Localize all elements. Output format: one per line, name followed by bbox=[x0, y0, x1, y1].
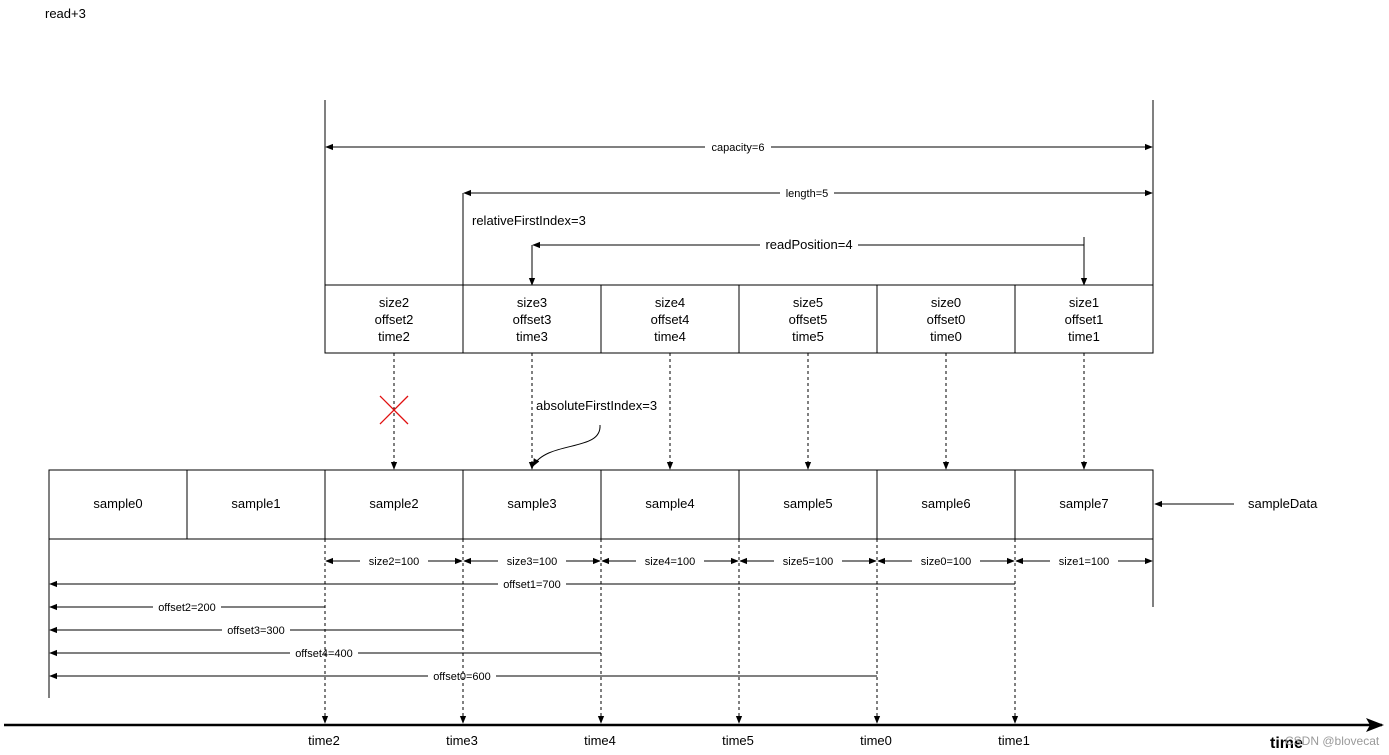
time-label: time0 bbox=[860, 733, 892, 748]
capacity-label: capacity=6 bbox=[712, 142, 765, 154]
sample-cell: sample1 bbox=[186, 469, 326, 540]
sample-cell: sample6 bbox=[876, 469, 1016, 540]
corner-note: read+3 bbox=[45, 6, 86, 21]
sample-cell: sample7 bbox=[1014, 469, 1154, 540]
sample-label: sample7 bbox=[1059, 496, 1108, 511]
sample-label: sample1 bbox=[231, 496, 280, 511]
sample-label: sample4 bbox=[645, 496, 694, 511]
ring-cell-line: size1 bbox=[1069, 295, 1099, 310]
time-label: time2 bbox=[308, 733, 340, 748]
offset-label: offset3=300 bbox=[227, 625, 285, 637]
sample-cell: sample4 bbox=[600, 469, 740, 540]
sample-cell: sample5 bbox=[738, 469, 878, 540]
ring-cell-line: offset5 bbox=[789, 312, 828, 327]
time-label: time3 bbox=[446, 733, 478, 748]
time-tick: time0 bbox=[860, 539, 892, 748]
ring-cell-line: time3 bbox=[516, 329, 548, 344]
time-tick: time2 bbox=[308, 539, 340, 748]
ring-cell-line: time1 bbox=[1068, 329, 1100, 344]
time-axis-arrow-icon bbox=[1366, 718, 1384, 732]
read-position-label: readPosition=4 bbox=[765, 237, 852, 252]
size-label: size3=100 bbox=[507, 556, 557, 568]
ring-cell: size1 offset1 time1 bbox=[1014, 284, 1154, 354]
mapping-arrows bbox=[390, 353, 1088, 470]
size-arrow: size3=100 bbox=[463, 554, 601, 568]
ring-cell-line: offset4 bbox=[651, 312, 690, 327]
offset-arrow: offset3=300 bbox=[49, 623, 463, 637]
size-label: size2=100 bbox=[369, 556, 419, 568]
time-tick: time3 bbox=[446, 539, 478, 748]
sample-data-label: sampleData bbox=[1248, 496, 1318, 511]
sample-label: sample3 bbox=[507, 496, 556, 511]
sample-cell: sample0 bbox=[48, 469, 188, 540]
ring-cell: size2 offset2 time2 bbox=[324, 284, 464, 354]
offset-arrow: offset1=700 bbox=[49, 577, 1015, 591]
size-arrow: size2=100 bbox=[325, 554, 463, 568]
watermark: CSDN @blovecat bbox=[1285, 734, 1380, 748]
ring-cell-line: size4 bbox=[655, 295, 685, 310]
size-label: size5=100 bbox=[783, 556, 833, 568]
ring-cell: size4 offset4 time4 bbox=[600, 284, 740, 354]
discarded-cross-icon bbox=[379, 395, 409, 425]
offset-label: offset4=400 bbox=[295, 648, 353, 660]
size-arrow: size0=100 bbox=[877, 554, 1015, 568]
ring-cell-line: size3 bbox=[517, 295, 547, 310]
relative-first-index-label: relativeFirstIndex=3 bbox=[472, 213, 586, 228]
absolute-first-index-callout: absoluteFirstIndex=3 bbox=[532, 398, 657, 467]
sample-label: sample2 bbox=[369, 496, 418, 511]
offset-label: offset1=700 bbox=[503, 579, 561, 591]
size-arrow: size1=100 bbox=[1015, 554, 1153, 568]
size-arrow: size4=100 bbox=[601, 554, 739, 568]
size-arrow: size5=100 bbox=[739, 554, 877, 568]
sample-data-pointer: sampleData bbox=[1154, 496, 1318, 511]
sample-label: sample6 bbox=[921, 496, 970, 511]
read-position-span: readPosition=4 bbox=[528, 237, 1088, 286]
ring-cell-line: time0 bbox=[930, 329, 962, 344]
time-tick: time4 bbox=[584, 539, 616, 748]
ring-cell-line: size2 bbox=[379, 295, 409, 310]
sample-data-row: sample0 sample1 sample2 sample3 sample4 sampl… bbox=[48, 469, 1154, 540]
ring-buffer-row: size2 offset2 time2 size3 offset3 time3 size4 o… bbox=[324, 284, 1154, 354]
sample-label: sample0 bbox=[93, 496, 142, 511]
size-label: size4=100 bbox=[645, 556, 695, 568]
capacity-span: capacity=6 bbox=[324, 100, 1154, 285]
time-tick: time5 bbox=[722, 539, 754, 748]
ring-cell-line: size0 bbox=[931, 295, 961, 310]
absolute-first-index-label: absoluteFirstIndex=3 bbox=[536, 398, 657, 413]
offset-label: offset0=600 bbox=[433, 671, 491, 683]
size-label: size1=100 bbox=[1059, 556, 1109, 568]
offset-arrows: offset1=700 offset2=200 offset3=300 offset4… bbox=[49, 577, 1015, 683]
time-labels: time2 time3 time4 time5 time0 time1 bbox=[308, 539, 1030, 748]
ring-cell: size5 offset5 time5 bbox=[738, 284, 878, 354]
ring-cell-line: time2 bbox=[378, 329, 410, 344]
time-label: time5 bbox=[722, 733, 754, 748]
offset-label: offset2=200 bbox=[158, 602, 216, 614]
ring-cell-line: size5 bbox=[793, 295, 823, 310]
time-label: time4 bbox=[584, 733, 616, 748]
sample-cell: sample2 bbox=[324, 469, 464, 540]
length-span: length=5 bbox=[462, 186, 1153, 285]
ring-cell-line: offset2 bbox=[375, 312, 414, 327]
ring-cell-line: offset0 bbox=[927, 312, 966, 327]
length-label: length=5 bbox=[786, 188, 829, 200]
ring-cell: size0 offset0 time0 bbox=[876, 284, 1016, 354]
time-tick: time1 bbox=[998, 539, 1030, 748]
time-axis: time CSDN @blovecat bbox=[4, 718, 1384, 752]
time-label: time1 bbox=[998, 733, 1030, 748]
ring-cell-line: time4 bbox=[654, 329, 686, 344]
ring-cell-line: offset3 bbox=[513, 312, 552, 327]
offset-arrow: offset2=200 bbox=[49, 600, 325, 614]
offset-arrow: offset0=600 bbox=[49, 669, 877, 683]
sample-cell: sample3 bbox=[462, 469, 602, 540]
ring-cell-line: offset1 bbox=[1065, 312, 1104, 327]
size-label: size0=100 bbox=[921, 556, 971, 568]
ring-cell-line: time5 bbox=[792, 329, 824, 344]
sample-label: sample5 bbox=[783, 496, 832, 511]
size-arrows: size2=100 size3=100 size4=100 size5=100 size… bbox=[325, 554, 1153, 568]
time-axis-label: time bbox=[1270, 735, 1303, 752]
ring-cell: size3 offset3 time3 bbox=[462, 284, 602, 354]
